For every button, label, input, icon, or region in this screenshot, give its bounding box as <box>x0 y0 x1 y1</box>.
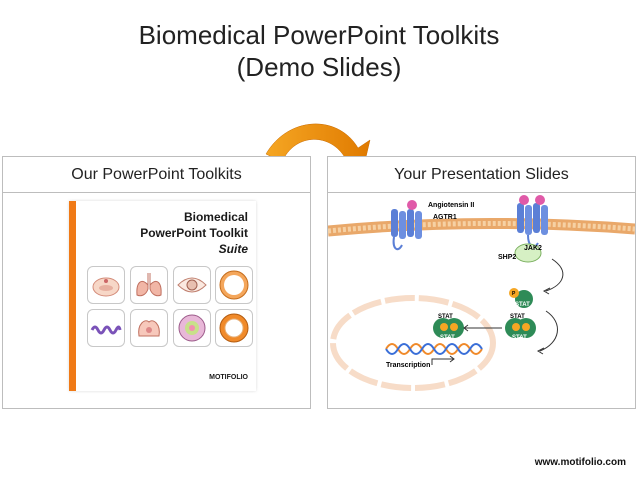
stat-label-cyto-bottom: STAT <box>512 335 527 341</box>
cover-brand: MOTIFOLIO <box>209 374 248 381</box>
dna-helix-icon <box>385 343 483 355</box>
presentation-panel-header: Your Presentation Slides <box>328 157 635 193</box>
stat-label-cyto-top: STAT <box>510 314 525 320</box>
cover-title-line-3: Suite <box>218 242 248 256</box>
shp2-label: SHP2 <box>498 254 516 261</box>
stat-label-nuclear-bottom: STAT <box>440 335 455 341</box>
cover-accent-bar <box>69 201 76 391</box>
cell-membrane-icon <box>328 217 635 237</box>
transcription-arrow <box>431 358 454 365</box>
footer-url[interactable]: www.motifolio.com <box>534 457 626 468</box>
thumb-protein-icon <box>87 309 125 347</box>
receptor-label: AGTR1 <box>433 214 457 221</box>
thumb-cell-icon <box>87 266 125 304</box>
arrow-stat-to-dimer <box>539 310 558 352</box>
thumb-lungs-icon <box>130 266 168 304</box>
nucleus-icon <box>330 295 496 391</box>
slide-title-line-1: Biomedical PowerPoint Toolkits <box>138 20 500 50</box>
presentation-panel: Your Presentation Slides Angiotensin II … <box>327 156 636 409</box>
arrow-jak-to-stat <box>545 258 564 292</box>
thumb-ring-icon <box>215 266 253 304</box>
toolkit-cover[interactable]: Biomedical PowerPoint Toolkit Suite MOT <box>69 201 256 391</box>
stat-dimer-cytoplasm-icon: STAT STAT <box>505 314 536 341</box>
thumb-tissue-icon <box>173 309 211 347</box>
stat-label-single: STAT <box>515 302 530 308</box>
cover-title-line-1: Biomedical <box>183 210 248 224</box>
receptor-agtr1-icon <box>391 200 422 251</box>
toolkits-panel-header: Our PowerPoint Toolkits <box>3 157 310 193</box>
slide-title-line-2: (Demo Slides) <box>236 52 402 82</box>
transcription-label: Transcription <box>386 362 430 369</box>
stat-dimer-nuclear-icon: STAT STAT <box>433 314 464 341</box>
jak2-label: JAK2 <box>524 245 542 252</box>
toolkits-panel: Our PowerPoint Toolkits Biomedical Power… <box>2 156 311 409</box>
receptor-dimer-icon <box>517 195 548 248</box>
signaling-diagram: Angiotensin II AGTR1 JAK2 SHP2 STAT P <box>328 195 635 391</box>
thumb-organ-icon <box>130 309 168 347</box>
jak2-blob <box>514 243 542 263</box>
stat-label-nuclear-top: STAT <box>438 314 453 320</box>
ligand-label: Angiotensin II <box>428 202 474 209</box>
phospho-label-single: P <box>512 291 516 297</box>
thumb-eye-icon <box>173 266 211 304</box>
thumb-vessel-icon <box>215 309 253 347</box>
stat-phospho-icon: STAT P <box>509 288 533 308</box>
cover-title-line-2: PowerPoint Toolkit <box>140 226 248 240</box>
